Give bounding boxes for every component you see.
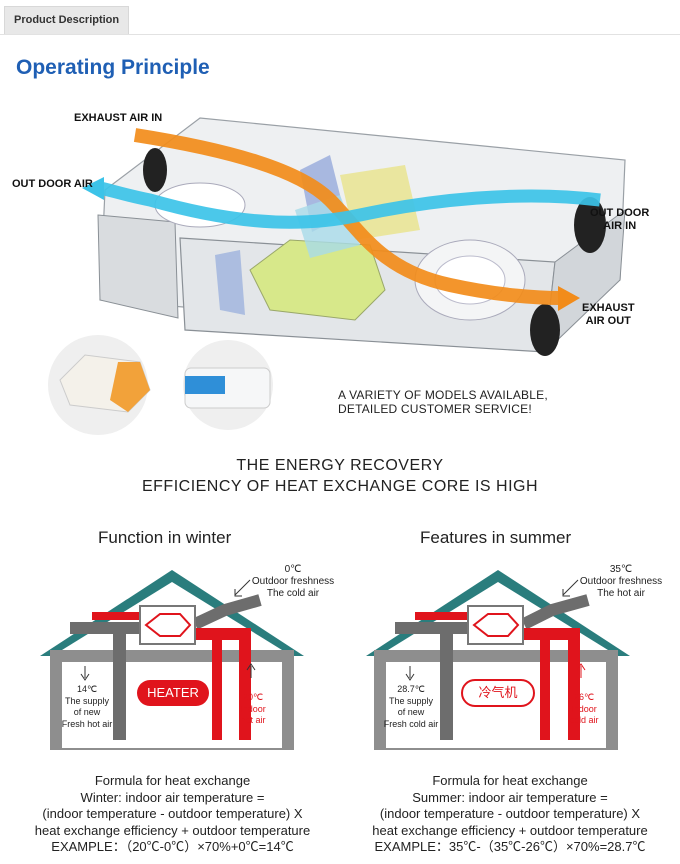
summer-indoor-line1: Indoor bbox=[571, 703, 597, 714]
summer-supply-line2: of new bbox=[397, 707, 425, 717]
winter-outdoor-line1: Outdoor freshness bbox=[251, 576, 335, 587]
label-exhaust-air-out-line1: EXHAUST bbox=[582, 302, 635, 314]
energy-heading-line2: EFFICIENCY OF HEAT EXCHANGE CORE IS HIGH bbox=[141, 478, 539, 495]
winter-outdoor-note: 0℃ Outdoor freshness The cold air bbox=[238, 564, 348, 600]
summer-formula: Formula for heat exchange Summer: indoor… bbox=[340, 773, 680, 856]
summer-title: Features in summer bbox=[420, 528, 572, 547]
winter-indoor-note: 20℃ Indoor hot air bbox=[228, 692, 278, 727]
winter-outdoor-line2: The cold air bbox=[266, 588, 320, 599]
winter-house-diagram bbox=[40, 570, 304, 750]
summer-outdoor-line1: Outdoor freshness bbox=[579, 576, 663, 587]
label-exhaust-air-out: EXHAUST AIR OUT bbox=[582, 302, 635, 328]
summer-supply-note: 28.7℃ The supply of new Fresh cold air bbox=[380, 684, 442, 730]
summer-indoor-note: 26℃ Indoor cold air bbox=[556, 692, 612, 727]
winter-indoor-line2: hot air bbox=[240, 715, 266, 725]
core-sample-orange-image bbox=[48, 335, 151, 435]
winter-heater-label: HEATER bbox=[147, 685, 199, 700]
label-outdoor-air: OUT DOOR AIR bbox=[12, 178, 93, 190]
winter-supply-note: 14℃ The supply of new Fresh hot air bbox=[56, 684, 118, 730]
winter-formula-line1: Winter: indoor air temperature = bbox=[80, 789, 265, 805]
summer-indoor-line2: cold air bbox=[569, 715, 599, 725]
models-note-line2: DETAILED CUSTOMER SERVICE! bbox=[338, 402, 532, 416]
summer-supply-line1: The supply bbox=[388, 695, 434, 706]
exhaust-flow-arrow bbox=[133, 128, 561, 305]
winter-formula-line2: (indoor temperature - outdoor temperatur… bbox=[42, 806, 303, 821]
tab-bar: Product Description bbox=[0, 0, 680, 35]
summer-outdoor-temp: 35℃ bbox=[609, 564, 633, 575]
winter-indoor-temp: 20℃ bbox=[242, 692, 264, 702]
winter-formula: Formula for heat exchange Winter: indoor… bbox=[0, 773, 345, 856]
summer-outdoor-line2: The hot air bbox=[597, 588, 645, 599]
label-outdoor-air-in-line2: AIR IN bbox=[603, 220, 637, 232]
winter-supply-line1: The supply bbox=[64, 695, 110, 706]
winter-formula-example: EXAMPLE：（20℃-0℃）×70%+0℃=14℃ bbox=[51, 839, 294, 854]
winter-supply-line2: of new bbox=[73, 707, 101, 717]
winter-formula-title: Formula for heat exchange bbox=[94, 773, 251, 788]
summer-ac-label: 冷气机 bbox=[478, 685, 518, 700]
summer-supply-temp: 28.7℃ bbox=[397, 684, 425, 694]
summer-formula-line3: heat exchange efficiency + outdoor tempe… bbox=[372, 822, 648, 838]
label-exhaust-air-out-line2: AIR OUT bbox=[585, 315, 631, 327]
energy-heading-line1: THE ENERGY RECOVERY bbox=[236, 457, 444, 474]
models-note-line1: A VARIETY OF MODELS AVAILABLE, bbox=[338, 388, 548, 402]
winter-indoor-line1: Indoor bbox=[240, 703, 266, 714]
summer-formula-line1: Summer: indoor air temperature = bbox=[412, 789, 608, 805]
winter-outdoor-temp: 0℃ bbox=[284, 564, 302, 575]
winter-supply-temp: 14℃ bbox=[76, 684, 98, 694]
tab-product-description[interactable]: Product Description bbox=[4, 6, 130, 34]
core-sample-blue-image bbox=[183, 340, 273, 430]
summer-supply-line3: Fresh cold air bbox=[383, 718, 439, 729]
summer-formula-title: Formula for heat exchange bbox=[432, 773, 588, 788]
summer-house-diagram bbox=[366, 570, 630, 750]
summer-formula-line2: (indoor temperature - outdoor temperatur… bbox=[379, 806, 641, 821]
page-title: Operating Principle bbox=[16, 56, 210, 79]
winter-title: Function in winter bbox=[98, 528, 232, 547]
summer-formula-example: EXAMPLE：35℃-（35℃-26℃）×70%=28.7℃ bbox=[374, 839, 646, 854]
summer-outdoor-note: 35℃ Outdoor freshness The hot air bbox=[566, 564, 676, 600]
winter-supply-line3: Fresh hot air bbox=[61, 718, 113, 729]
winter-formula-line3: heat exchange efficiency + outdoor tempe… bbox=[34, 822, 311, 838]
label-outdoor-air-in: OUT DOOR AIR IN bbox=[590, 207, 649, 233]
label-outdoor-air-in-line1: OUT DOOR bbox=[590, 207, 650, 219]
outdoor-flow-arrow bbox=[98, 181, 601, 229]
label-exhaust-air-in: EXHAUST AIR IN bbox=[74, 112, 163, 124]
summer-indoor-temp: 26℃ bbox=[573, 692, 595, 702]
models-note: A VARIETY OF MODELS AVAILABLE, DETAILED … bbox=[338, 388, 548, 416]
